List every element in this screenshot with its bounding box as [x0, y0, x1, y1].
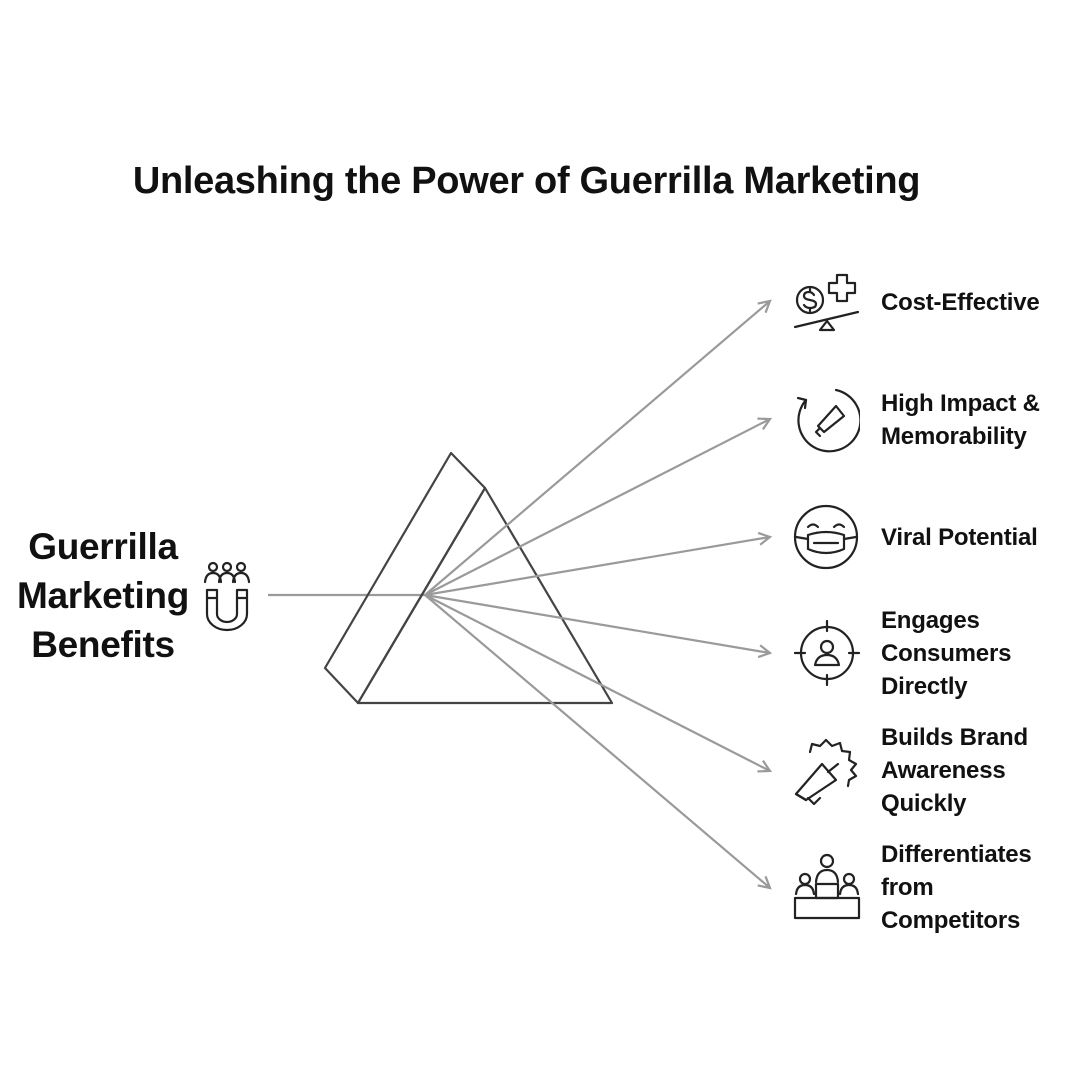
source-label: Guerrilla Marketing Benefits	[0, 522, 206, 669]
megaphone-refresh-icon	[796, 388, 860, 453]
megaphone-badge-icon	[794, 738, 858, 806]
ray-viral-potential	[424, 537, 770, 597]
source-label-line: Guerrilla	[28, 526, 178, 567]
prism	[323, 451, 614, 705]
benefit-label-differentiates: Differentiates from Competitors	[881, 838, 1032, 937]
ray-differentiates	[424, 594, 770, 888]
benefit-label-line: Competitors	[881, 907, 1021, 934]
ray-engages-consumers	[424, 593, 770, 653]
benefit-label-cost-effective: Cost-Effective	[881, 286, 1040, 319]
benefit-label-line: Awareness	[881, 757, 1006, 784]
source-label-line: Marketing	[16, 575, 190, 616]
benefit-label-builds-brand: Builds Brand Awareness Quickly	[881, 721, 1028, 820]
ray-cost-effective	[424, 301, 770, 596]
magnet-people-icon	[203, 561, 251, 632]
benefit-label-line: High Impact &	[881, 390, 1040, 417]
podium-icon	[793, 853, 861, 920]
benefit-label-line: Consumers	[881, 640, 1012, 667]
ray-high-impact	[424, 419, 770, 596]
benefit-label-line: Memorability	[881, 423, 1027, 450]
benefit-label-high-impact: High Impact & Memorability	[881, 387, 1040, 453]
target-person-icon	[794, 620, 860, 686]
benefit-label-viral-potential: Viral Potential	[881, 521, 1038, 554]
source-label-line: Benefits	[31, 624, 175, 665]
masked-face-icon	[793, 504, 859, 570]
diagram-title: Unleashing the Power of Guerrilla Market…	[132, 160, 921, 202]
benefit-label-line: Cost-Effective	[881, 289, 1040, 316]
benefit-label-line: Differentiates	[881, 841, 1032, 868]
benefit-label-line: Builds Brand	[881, 724, 1028, 751]
benefit-label-line: Engages	[881, 607, 980, 634]
benefit-label-line: Directly	[881, 673, 968, 700]
dollar-scale-icon	[793, 273, 860, 332]
benefit-label-line: Viral Potential	[881, 524, 1038, 551]
benefit-label-line: Quickly	[881, 790, 967, 817]
ray-builds-brand	[424, 594, 770, 771]
benefit-label-line: from	[881, 874, 934, 901]
rays	[424, 301, 770, 888]
benefit-label-engages-consumers: Engages Consumers Directly	[881, 604, 1011, 703]
